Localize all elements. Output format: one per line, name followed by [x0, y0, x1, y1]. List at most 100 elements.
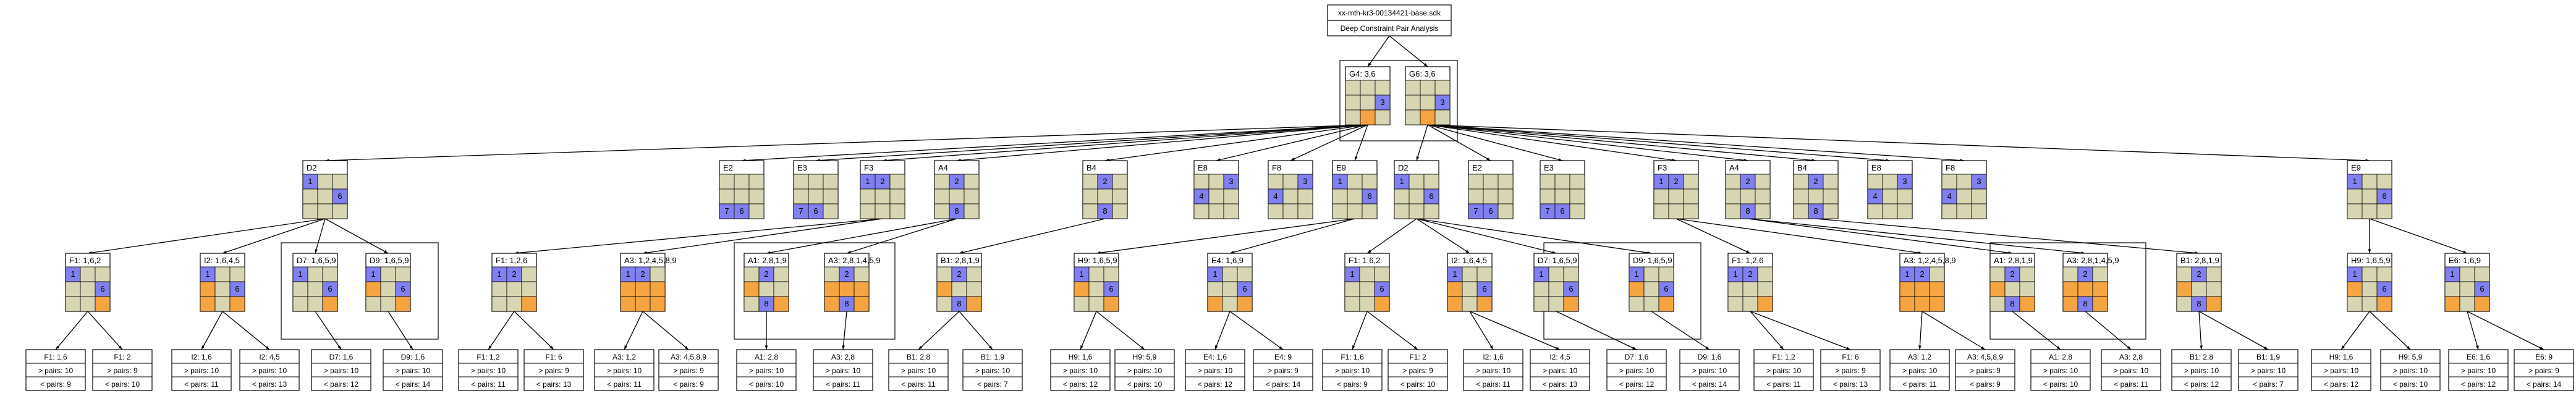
leaf-less-pairs: < pairs: 11: [826, 380, 860, 389]
grid-cell: [1112, 188, 1128, 204]
leaf-title: A1: 2,8: [755, 353, 778, 361]
leaf-title: H9: 5,9: [1133, 353, 1157, 361]
grid-cell: [1808, 188, 1824, 204]
edge-l1-l2-16: [1427, 124, 1965, 161]
grid-cell: [1483, 174, 1499, 190]
leaf-node: E6: 9> pairs: 9< pairs: 14: [2514, 349, 2574, 391]
candidate-digit: 1: [2450, 269, 2454, 279]
edge-l2-l3-17: [1747, 218, 2013, 254]
grid-cell: [966, 266, 982, 282]
edge-root-l1-0-arrow: [1368, 62, 1371, 67]
leaf-node: F1: 2> pairs: 9< pairs: 10: [1388, 349, 1448, 391]
grid-cell: [1375, 80, 1391, 96]
grid-cell: [2347, 296, 2363, 312]
edge-l3-leaf-29-arrow: [2127, 345, 2131, 350]
grid-cell: [966, 296, 982, 312]
grid-cell: [793, 203, 809, 219]
grid-cell: [1223, 203, 1239, 219]
level3-node-label: I2: 1,6,4,5: [204, 256, 240, 265]
edge-l2-l3-18: [1747, 218, 2086, 254]
grid-cell: [1554, 174, 1570, 190]
edge-l2-l3-10-arrow: [1230, 250, 1234, 254]
edge-l3-leaf-20: [1469, 311, 1494, 350]
grid-cell: [620, 296, 636, 312]
edge-l3-leaf-9: [642, 311, 689, 350]
grid-cell: [1757, 296, 1773, 312]
leaf-frame: [2514, 349, 2574, 391]
level3-node-label: A3: 1,2,4,5,8,9: [624, 256, 677, 265]
level3-node-label: E6: 1,6,9: [2449, 256, 2481, 265]
candidate-digit: 4: [1947, 192, 1951, 201]
leaf-greater-pairs: > pairs: 10: [2114, 366, 2149, 375]
grid-cell: [1222, 266, 1238, 282]
grid-cell: [1112, 203, 1128, 219]
leaf-node: B1: 1,9> pairs: 10< pairs: 7: [2238, 349, 2298, 391]
edge-l2-l3-0: [87, 218, 326, 254]
grid-cell: [1533, 296, 1549, 312]
edge-l3-leaf-4: [315, 311, 342, 350]
grid-cell: [1375, 109, 1391, 125]
grid-cell: [1477, 266, 1493, 282]
candidate-digit: 3: [1303, 177, 1307, 186]
candidate-digit: 1: [1452, 269, 1457, 279]
candidate-digit: 1: [1539, 269, 1543, 279]
candidate-digit: 6: [328, 284, 332, 293]
grid-cell: [1971, 188, 1987, 204]
grid-cell: [1727, 281, 1743, 297]
grid-cell: [854, 266, 870, 282]
grid-cell: [1297, 174, 1313, 190]
grid-cell: [1103, 281, 1119, 297]
leaf-title: F1: 2: [1409, 353, 1426, 361]
level2-node-label: D2: [307, 163, 317, 172]
edge-l3-leaf-0-arrow: [56, 345, 60, 350]
candidate-digit: 6: [813, 206, 818, 216]
level1-node: G6: 3,63: [1405, 66, 1451, 125]
edge-l3-leaf-6-arrow: [488, 345, 492, 350]
leaf-less-pairs: < pairs: 14: [1266, 380, 1301, 389]
grid-cell: [1956, 203, 1972, 219]
leaf-less-pairs: < pairs: 10: [105, 380, 140, 389]
grid-cell: [1540, 203, 1556, 219]
root-node: xx-mth-kr3-00134421-base.sdk Deep Constr…: [1327, 4, 1452, 36]
grid-cell: [1332, 203, 1348, 219]
edge-l3-leaf-22: [1556, 311, 1637, 350]
cluster-box: [1339, 60, 1458, 141]
grid-cell: [793, 188, 809, 204]
grid-cell: [824, 266, 840, 282]
leaf-node: F1: 1,6> pairs: 10< pairs: 9: [1322, 349, 1383, 391]
grid-cell: [2019, 296, 2035, 312]
grid-cell: [1793, 203, 1809, 219]
leaf-greater-pairs: > pairs: 9: [1268, 366, 1299, 375]
leaf-node: D9: 1,6> pairs: 10< pairs: 14: [383, 349, 443, 391]
grid-cell: [1929, 296, 1945, 312]
grid-cell: [1653, 188, 1669, 204]
grid-cell: [1498, 188, 1514, 204]
edge-l3-leaf-25-arrow: [1846, 347, 1850, 350]
grid-cell: [2077, 281, 2093, 297]
edge-l3-leaf-28-arrow: [2056, 346, 2061, 350]
candidate-digit: 8: [844, 299, 849, 308]
edge-l3-leaf-27: [1921, 311, 1986, 350]
grid-cell: [1477, 296, 1493, 312]
grid-cell: [1668, 203, 1684, 219]
grid-cell: [1362, 203, 1378, 219]
grid-cell: [1914, 281, 1930, 297]
candidate-digit: 1: [1079, 269, 1083, 279]
candidate-digit: 6: [1560, 206, 1564, 216]
grid-cell: [1929, 266, 1945, 282]
grid-cell: [2444, 281, 2460, 297]
level3-node: H9: 1,6,5,916: [2347, 253, 2392, 312]
leaf-greater-pairs: > pairs: 10: [396, 366, 431, 375]
leaf-node: H9: 1,6> pairs: 10< pairs: 12: [2311, 349, 2371, 391]
grid-cell: [2362, 203, 2378, 219]
edge-l2-l3-16: [1676, 218, 1923, 254]
grid-cell: [875, 188, 891, 204]
grid-cell: [1569, 188, 1585, 204]
leaf-frame: [594, 349, 655, 391]
grid-cell: [1941, 203, 1957, 219]
edge-l3-leaf-0: [55, 311, 88, 350]
leaf-node: A3: 1,2> pairs: 10< pairs: 11: [594, 349, 655, 391]
candidate-digit: 6: [739, 206, 744, 216]
